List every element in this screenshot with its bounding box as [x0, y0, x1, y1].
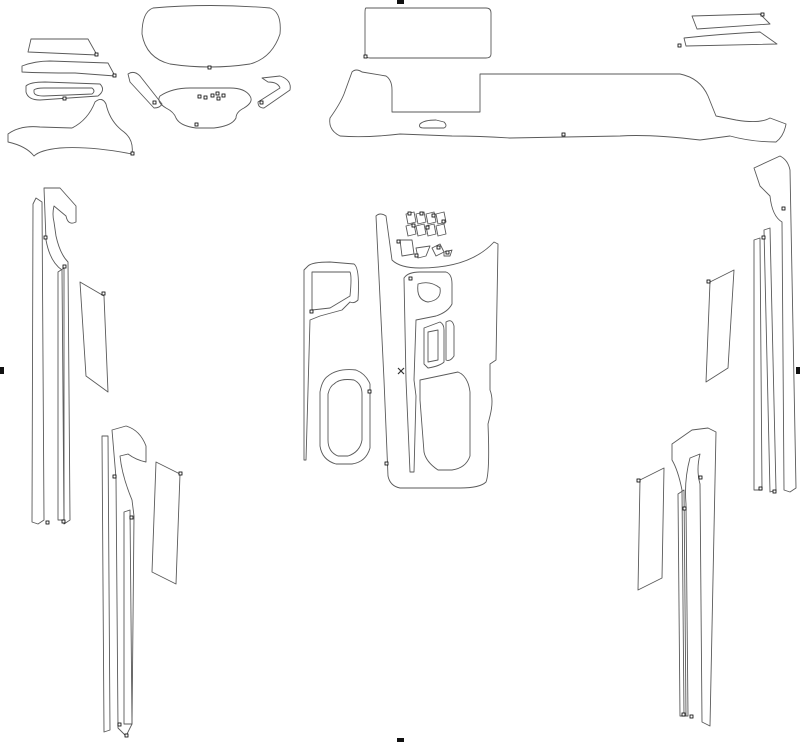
steering-spoke-right [257, 75, 291, 109]
selection-handle-left[interactable] [0, 367, 4, 374]
x-cross-icon [397, 367, 405, 375]
selection-handle-top[interactable] [397, 0, 404, 4]
door-panel-left-rear [101, 425, 147, 738]
door-pocket-right-rear [636, 467, 665, 591]
trim-strip-upper-left [21, 60, 117, 78]
door-panel-right-rear [671, 427, 717, 727]
rearview-mirror-piece [141, 5, 281, 70]
center-screen-piece [363, 7, 492, 59]
vent-ring-left [25, 81, 103, 101]
selection-handle-bottom[interactable] [397, 738, 404, 742]
window-switch-cluster [405, 211, 447, 237]
door-panel-left-front [31, 187, 77, 525]
steering-center-piece [158, 87, 252, 129]
cupholder-frame [319, 369, 372, 465]
steering-spoke-left [127, 71, 163, 109]
door-pocket-left-rear [151, 461, 183, 585]
door-panel-right-front [753, 155, 797, 494]
door-pocket-right-front [705, 269, 735, 383]
trim-strip-top-left [27, 38, 99, 57]
trim-strip-top-right-lower [677, 31, 778, 48]
center-console-main [375, 213, 499, 489]
door-pocket-left-front [79, 281, 109, 393]
door-trim-piece-left [7, 99, 135, 157]
console-side-left [303, 261, 359, 461]
trim-strip-top-right-upper [691, 12, 771, 30]
dashboard-panel [329, 69, 787, 143]
selection-handle-right[interactable] [796, 367, 800, 374]
